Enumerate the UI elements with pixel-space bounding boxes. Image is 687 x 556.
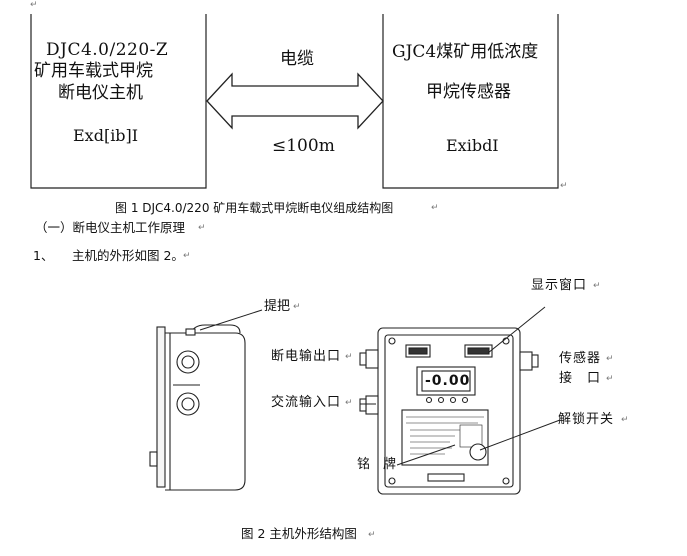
distance-label: ≤100m	[272, 136, 335, 156]
host-model: DJC4.0/220-Z	[46, 40, 169, 60]
cable-arrow	[206, 72, 384, 130]
unlock-switch-label: 解锁开关	[558, 412, 615, 427]
leader-lines	[199, 306, 561, 466]
cable-label: 电缆	[280, 49, 314, 69]
item-number: 1、	[33, 248, 54, 263]
paragraph-mark: ↵	[606, 374, 614, 384]
paragraph-mark: ↵	[345, 352, 353, 362]
sensor-port-label-line2: 接 口	[559, 371, 602, 386]
display-reading: -0.00	[425, 373, 471, 389]
sensor-port-label-line1: 传感器	[559, 351, 602, 366]
sensor-name-line1: GJC4煤矿用低浓度	[392, 42, 539, 62]
section-heading: （一）断电仪主机工作原理	[35, 220, 186, 235]
handle-label: 提把	[264, 299, 291, 314]
nameplate-label: 铭 牌	[357, 457, 397, 472]
figure-2-caption: 图 2 主机外形结构图	[241, 526, 357, 541]
power-off-output-label: 断电输出口	[271, 349, 342, 364]
side-view	[149, 324, 246, 491]
sensor-name-line2: 甲烷传感器	[426, 82, 511, 102]
paragraph-mark: ↵	[183, 251, 191, 261]
host-name-line1: 矿用车载式甲烷	[34, 61, 153, 81]
paragraph-mark: ↵	[198, 223, 206, 233]
figure-1-caption: 图 1 DJC4.0/220 矿用车载式甲烷断电仪组成结构图	[115, 201, 394, 215]
front-view	[359, 327, 539, 495]
item-text: 主机的外形如图 2。	[72, 248, 184, 263]
sensor-ex-rating: ExibdⅠ	[446, 136, 499, 155]
display-window-label: 显示窗口	[531, 278, 588, 293]
paragraph-mark: ↵	[593, 281, 601, 291]
paragraph-mark: ↵	[293, 302, 301, 312]
paragraph-mark: ↵	[621, 415, 629, 425]
host-ex-rating: Exd[ib]I	[73, 126, 139, 145]
host-box	[30, 14, 207, 189]
paragraph-mark: ↵	[431, 203, 439, 213]
host-name-line2: 断电仪主机	[58, 83, 143, 103]
ac-input-label: 交流输入口	[271, 395, 342, 410]
paragraph-mark: ↵	[30, 0, 38, 10]
paragraph-mark: ↵	[606, 354, 614, 364]
paragraph-mark: ↵	[345, 398, 353, 408]
paragraph-mark: ↵	[368, 530, 376, 540]
paragraph-mark: ↵	[560, 181, 568, 191]
